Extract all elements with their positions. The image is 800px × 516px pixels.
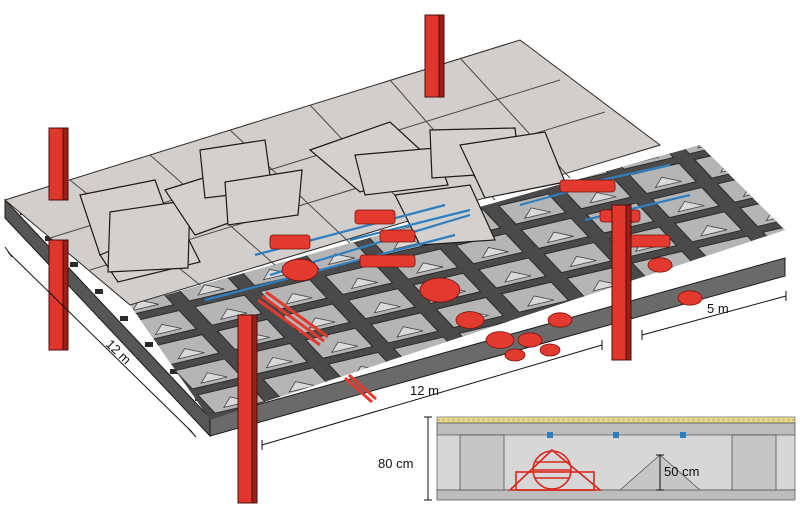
grid-cell — [737, 108, 800, 138]
grid-cell-arch — [786, 146, 800, 156]
red-pipe — [257, 298, 321, 347]
blue-pipe — [349, 208, 471, 242]
grid-cell — [649, 100, 716, 130]
grid-cell-arch — [526, 295, 555, 307]
grid-cell — [784, 244, 785, 276]
grid-cell-arch — [308, 317, 336, 329]
red-duct — [559, 179, 616, 193]
columns — [48, 14, 632, 504]
grid-cell — [759, 145, 785, 164]
grid-cell-arch — [396, 326, 424, 338]
grid-cell — [669, 36, 736, 66]
grid-cell-arch — [765, 209, 785, 222]
grid-cell-arch — [200, 372, 228, 384]
red-dome — [504, 348, 526, 362]
red-dome — [419, 277, 461, 303]
grid-cell — [604, 51, 671, 81]
grid-cell — [714, 84, 781, 114]
grid-cell-arch — [288, 381, 316, 393]
grid-cell-arch — [177, 348, 205, 360]
column-front — [237, 314, 258, 504]
blue-pipe — [204, 233, 456, 302]
grid-cell-arch — [546, 231, 574, 244]
grid-cell — [692, 60, 759, 90]
red-dome — [647, 257, 673, 273]
grid-cell-arch — [523, 207, 552, 219]
grid-cell-arch — [504, 271, 532, 283]
grid-cell-arch — [265, 356, 293, 369]
grid-cell — [781, 156, 785, 188]
red-pipe — [261, 294, 325, 343]
grid-cell-arch — [783, 58, 800, 68]
grid-cell-arch — [700, 225, 728, 237]
red-duct — [359, 254, 416, 268]
grid-cell-arch — [722, 249, 751, 261]
red-pipe — [348, 373, 377, 401]
grid-cell-arch — [741, 98, 767, 108]
grid-cell-arch — [589, 192, 617, 204]
grid-cell-arch — [675, 113, 701, 123]
grid-cell-arch — [220, 308, 248, 320]
red-duct — [354, 209, 396, 225]
red-pipe — [344, 376, 373, 404]
grid-cell-arch — [789, 234, 800, 244]
dim-label-front: 12 m — [410, 383, 439, 398]
grid-cell-arch — [416, 262, 444, 274]
grid-cell — [757, 45, 800, 75]
cross-section-inset: 80 cm 50 cm — [378, 406, 796, 513]
grid-cell — [626, 75, 693, 105]
red-dome — [677, 290, 703, 306]
red-dome — [517, 332, 543, 348]
red-dome — [455, 311, 485, 329]
section-height-cavity: 50 cm — [664, 464, 699, 479]
section-height-total: 80 cm — [378, 456, 413, 471]
red-dome — [281, 258, 319, 282]
dim-line-front — [261, 344, 603, 446]
grid-cell-arch — [760, 34, 786, 44]
grid-cell-arch — [592, 280, 620, 292]
grid-cell-arch — [373, 301, 401, 314]
grid-cell-arch — [285, 293, 313, 305]
grid-cell-arch — [630, 65, 656, 75]
grid-cell-arch — [719, 161, 748, 173]
grid-cell-arch — [350, 277, 378, 290]
section-blue-pipes — [547, 432, 686, 438]
grid-cell-arch — [695, 50, 721, 60]
section-pipe-frame — [508, 448, 603, 491]
dimension-lines — [4, 246, 787, 450]
grid-cell-arch — [697, 145, 725, 149]
grid-cell-arch — [742, 185, 770, 197]
red-dome — [539, 343, 561, 357]
grid-cell-arch — [154, 323, 182, 336]
grid-cell — [734, 20, 800, 50]
dim-line-right — [641, 295, 787, 336]
section-bottom-plate — [436, 489, 796, 501]
grid-cell — [670, 145, 740, 155]
red-duct — [629, 234, 671, 248]
dim-label-span: 5 m — [707, 301, 729, 316]
red-duct — [379, 229, 416, 243]
grid-cell-arch — [652, 89, 678, 99]
red-duct — [269, 234, 311, 250]
grid-cell-arch — [677, 200, 705, 213]
grid-cell-arch — [330, 341, 359, 353]
section-topping — [436, 416, 796, 424]
grid-cell-arch — [763, 122, 789, 132]
column-back — [424, 14, 445, 98]
grid-cell-arch — [481, 247, 509, 259]
column-right — [611, 204, 632, 361]
column-left — [48, 127, 69, 351]
grid-cell-arch — [197, 284, 225, 296]
red-dome — [547, 312, 573, 328]
grid-cell-arch — [569, 255, 597, 268]
dim-line-left — [7, 251, 193, 433]
grid-cell — [780, 69, 800, 99]
red-dome — [485, 331, 515, 349]
grid-cell-arch — [327, 253, 356, 265]
red-pipe — [265, 290, 329, 339]
grid-cell-arch — [718, 74, 744, 84]
underfloor-utilities — [204, 163, 703, 404]
grid-cell-arch — [654, 176, 682, 189]
